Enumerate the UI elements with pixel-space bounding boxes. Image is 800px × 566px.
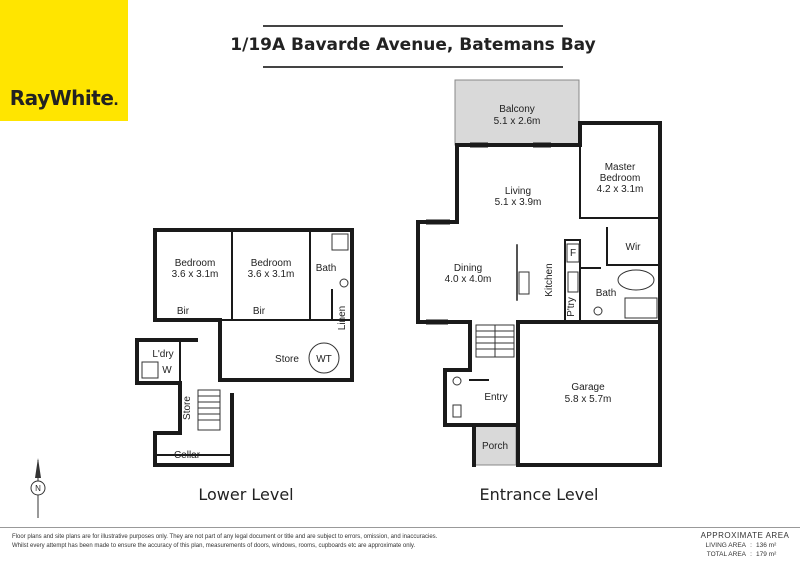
- entry-label: Entry: [484, 392, 507, 403]
- shower-lower-icon: [331, 233, 349, 251]
- bedroom-1-label: Bedroom: [175, 258, 216, 269]
- living-label: Living: [505, 186, 531, 197]
- stairs-lower: [197, 389, 221, 431]
- title-rule-bottom: [263, 66, 563, 68]
- kitchen-sink-icon: [518, 271, 530, 295]
- stairs-entrance: [475, 324, 515, 358]
- bir-1-label: Bir: [177, 306, 190, 317]
- store-2-label: Store: [275, 354, 299, 365]
- compass-label: N: [35, 484, 41, 493]
- bedroom-2-label: Bedroom: [251, 258, 292, 269]
- linen-label: Linen: [337, 306, 348, 330]
- master-bedroom-label-1: Master: [605, 162, 636, 173]
- property-address: 1/19A Bavarde Avenue, Batemans Bay: [230, 35, 596, 55]
- cellar-label: Cellar: [174, 450, 201, 461]
- lower-level-walls: [135, 228, 354, 467]
- living-dims: 5.1 x 3.9m: [495, 197, 542, 208]
- dining-label: Dining: [454, 263, 482, 274]
- fridge-space: [566, 243, 580, 263]
- bedroom-1-dims: 3.6 x 3.1m: [172, 269, 219, 280]
- bath-upper-label: Bath: [596, 288, 617, 299]
- garage-label: Garage: [571, 382, 605, 393]
- entrance-level-label: Entrance Level: [479, 485, 598, 504]
- master-bedroom-dims: 4.2 x 3.1m: [597, 184, 644, 195]
- balcony-dims: 5.1 x 2.6m: [494, 116, 541, 127]
- wir-label: Wir: [626, 242, 642, 253]
- total-area-label: TOTAL AREA: [706, 551, 746, 558]
- entrance-level-walls: [416, 121, 662, 467]
- porch-label: Porch: [482, 441, 508, 452]
- water-tank-label: WT: [316, 354, 332, 365]
- bedroom-2-dims: 3.6 x 3.1m: [248, 269, 295, 280]
- shower-icon: [624, 297, 658, 319]
- water-tank-icon: [308, 342, 340, 374]
- store-1-label: Store: [182, 396, 193, 420]
- laundry-label: L'dry: [152, 349, 173, 360]
- living-area-row: LIVING AREA:136 m²: [700, 542, 777, 549]
- living-area-value: 136 m²: [756, 542, 777, 549]
- balcony-area: [454, 79, 580, 146]
- separator: :: [750, 542, 752, 549]
- washer-label: W: [162, 365, 172, 376]
- kitchen-label: Kitchen: [544, 263, 555, 296]
- total-area-value: 179 m²: [756, 551, 777, 558]
- footer-divider: [0, 527, 800, 528]
- bir-2-label: Bir: [253, 306, 266, 317]
- brand-logo: RayWhite.: [9, 86, 119, 110]
- bathtub-icon: [617, 269, 655, 291]
- garage-dims: 5.8 x 5.7m: [565, 394, 612, 405]
- tub-laundry-icon: [141, 361, 159, 379]
- disclaimer-line-1: Floor plans and site plans are for illus…: [12, 534, 438, 540]
- separator: :: [750, 551, 752, 558]
- bath-lower-label: Bath: [316, 263, 337, 274]
- basin-icon: [593, 306, 603, 316]
- disclaimer-line-2: Whilst every attempt has been made to en…: [12, 543, 416, 549]
- brand-logo-background: [0, 0, 128, 121]
- cooktop-icon: [567, 271, 579, 293]
- basin-lower-icon: [339, 278, 349, 288]
- balcony-label: Balcony: [499, 104, 535, 115]
- master-bedroom-label-2: Bedroom: [600, 173, 641, 184]
- toilet-icon: [452, 404, 462, 418]
- title-rule-top: [263, 25, 563, 27]
- north-compass-icon: N: [30, 458, 46, 518]
- wc-basin-icon: [452, 376, 462, 386]
- floor-plan: N Balcony 5.1 x 2.6m Master Bedroom 4.2 …: [30, 79, 662, 518]
- total-area-row: TOTAL AREA:179 m²: [700, 551, 777, 558]
- lower-level-label: Lower Level: [198, 485, 293, 504]
- approximate-area-title: APPROXIMATE AREA: [700, 531, 790, 540]
- living-area-label: LIVING AREA: [705, 542, 746, 549]
- fridge-label: F: [570, 248, 576, 259]
- dining-dims: 4.0 x 4.0m: [445, 274, 492, 285]
- pantry-label: P'try: [566, 297, 577, 317]
